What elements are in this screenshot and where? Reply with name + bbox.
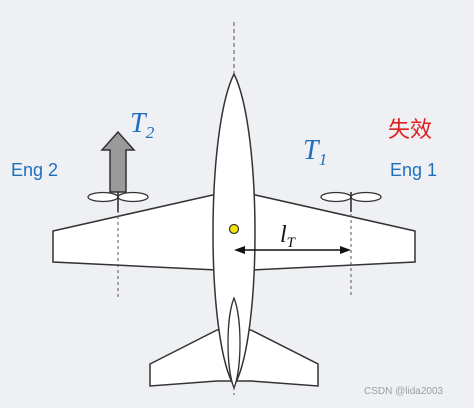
thrust-2-label: T2	[130, 108, 155, 143]
failure-label: 失效	[388, 118, 433, 143]
engine-2-propeller-icon	[87, 191, 149, 212]
watermark: CSDN @lida2003	[364, 386, 444, 397]
moment-arm-dimension	[234, 246, 351, 254]
moment-arm-label: lT	[280, 222, 295, 252]
engine-1-propeller-icon	[320, 191, 382, 212]
engine-2-label: Eng 2	[11, 160, 59, 180]
engine-1-label: Eng 1	[390, 160, 438, 180]
cg-dot-icon	[228, 223, 240, 235]
thrust-up-arrow-icon	[100, 130, 136, 193]
thrust-1-label: T1	[303, 135, 328, 170]
vertical-tail	[227, 296, 241, 390]
